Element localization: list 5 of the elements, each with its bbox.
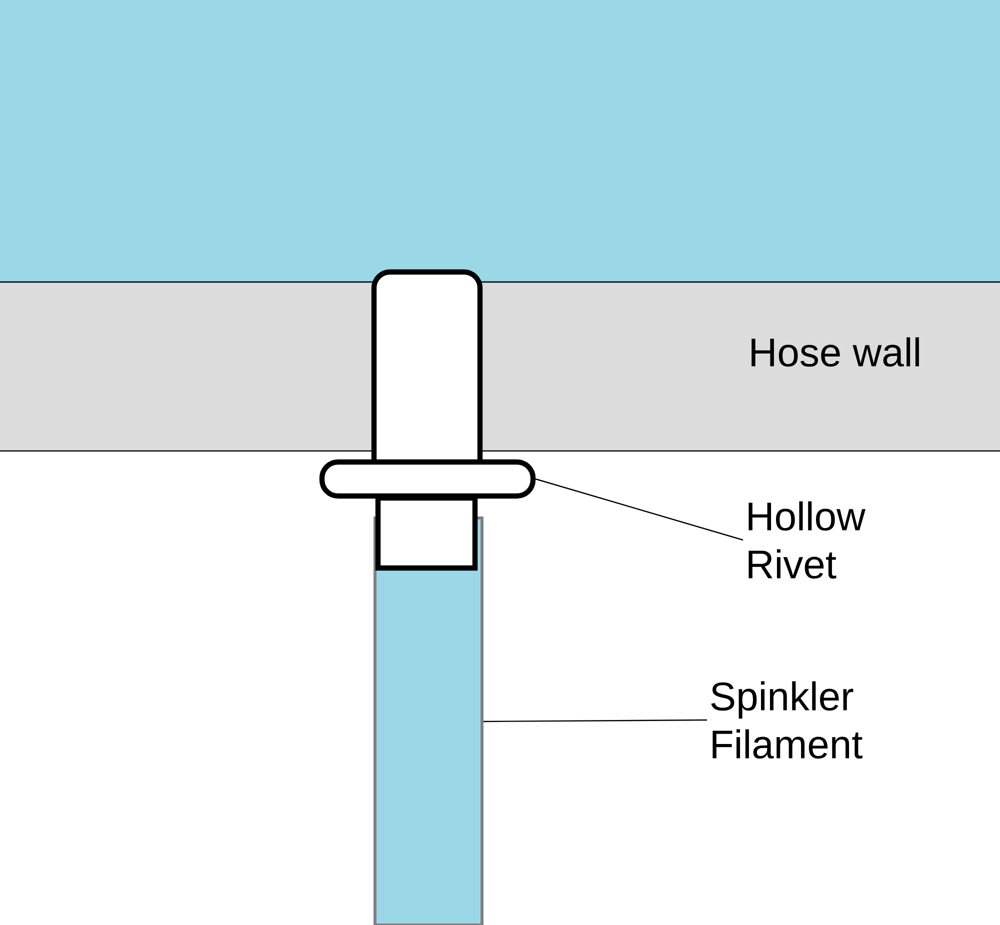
callout-text: Spinkler Filament bbox=[711, 681, 862, 759]
leader-line bbox=[484, 719, 708, 722]
rivet bbox=[319, 269, 536, 571]
leader-line bbox=[535, 478, 744, 541]
callout-text: Hollow Rivet bbox=[748, 501, 866, 579]
